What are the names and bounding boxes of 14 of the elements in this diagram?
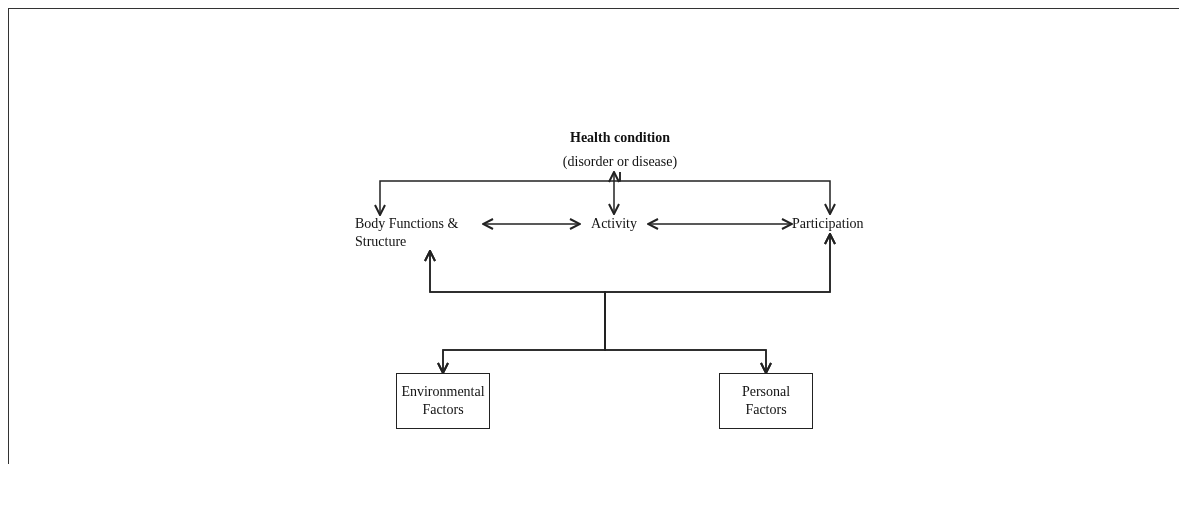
heading-text: Health condition: [570, 129, 670, 147]
factor-box: [396, 373, 490, 429]
factor-box: [719, 373, 813, 429]
label-text: Body Functions & Structure: [355, 215, 460, 251]
arrow: [604, 233, 836, 374]
label-text: Personal Factors: [740, 383, 792, 419]
arrow: [608, 171, 620, 215]
label-text: (disorder or disease): [562, 153, 678, 171]
arrow: [647, 218, 793, 230]
arrow: [619, 171, 836, 215]
label-text: Environmental Factors: [401, 383, 485, 419]
arrow: [482, 218, 581, 230]
label-text: Activity: [591, 215, 637, 233]
label-text: Participation: [792, 215, 864, 233]
